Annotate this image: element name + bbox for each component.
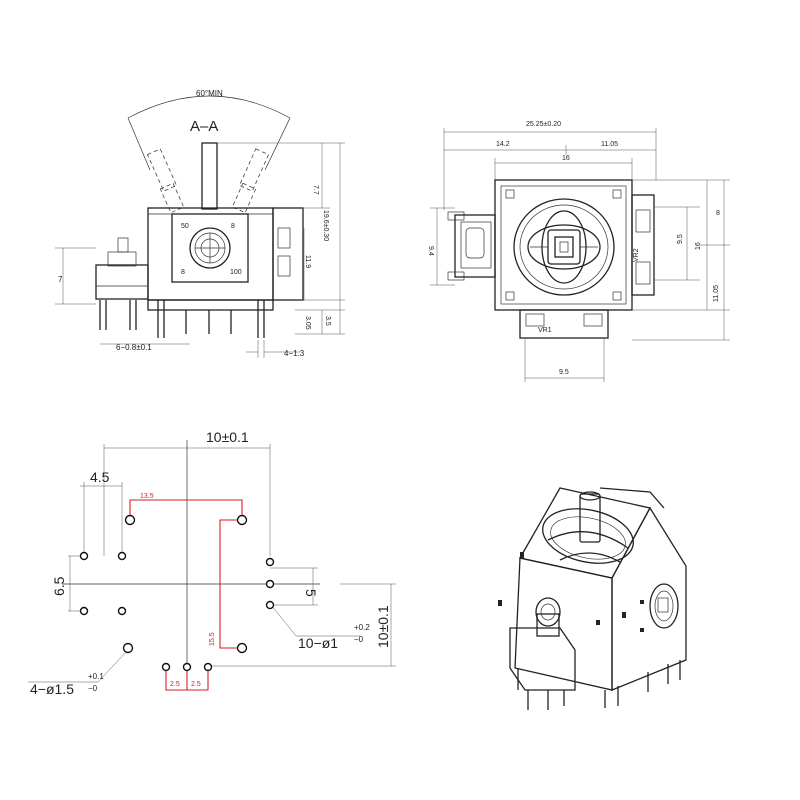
pin-hole [203, 662, 213, 672]
pot-value-br: 100 [230, 269, 242, 276]
angle-line-left [127, 117, 151, 171]
red-dim-15-5: 15.5 [209, 632, 216, 646]
mount-hole-tl [124, 514, 136, 526]
dim-width-9-5: 9.5 [559, 369, 569, 376]
dim-holes-4: 4−ø1.5 [30, 681, 74, 697]
dim-height-11-05: 11.05 [713, 285, 720, 302]
iso-push-cap [535, 597, 561, 627]
dim-height-11-9: 11.9 [304, 255, 311, 268]
vr1-pot [519, 309, 609, 339]
dim-holes-10-tol-plus: +0.2 [354, 623, 370, 632]
stick-tilt-left [146, 148, 185, 214]
dim-pins-6: 6−0.8±0.1 [116, 343, 152, 352]
dim-width-14-2: 14.2 [496, 141, 510, 148]
dim-width-11-05: 11.05 [601, 141, 618, 148]
dim-height-3-5: 3.5 [324, 316, 331, 326]
dim-holes-4-tol-plus: +0.1 [88, 672, 104, 681]
red-dim-2-5b: 2.5 [191, 681, 201, 688]
iso-push-switch [509, 627, 576, 691]
isometric-view [498, 487, 687, 710]
side-switch-left [95, 264, 149, 300]
center-stick [201, 142, 218, 210]
section-view-a-a: 60°MIN A–A 50 8 8 100 [55, 89, 345, 358]
pot-value-tr: 8 [231, 223, 235, 230]
dim-pins-4: 4−1.3 [284, 349, 305, 358]
pin-hole [117, 551, 127, 561]
mount-hole-tr [236, 514, 248, 526]
angle-line-right [264, 117, 291, 171]
housing-body [147, 207, 274, 301]
iso-side-face [611, 506, 687, 691]
pot-window [171, 213, 249, 283]
label-vr1: VR1 [538, 327, 552, 334]
top-view: 25.25±0.20 14.2 11.05 16 [427, 121, 730, 382]
pin-hole [79, 606, 89, 616]
iso-gimbal [542, 508, 634, 564]
mount-hole-br [236, 642, 248, 654]
dim-height-7-7: 7.7 [312, 185, 319, 195]
dim-holes-10-tol-minus: −0 [354, 635, 364, 644]
footprint-holes [79, 514, 275, 672]
dim-height-9-5: 9.5 [677, 234, 684, 244]
dim-holes-4-tol-minus: −0 [88, 684, 98, 693]
dim-spacing-10-vertical: 10±0.1 [375, 605, 391, 648]
stick-tilt-right [231, 148, 270, 214]
dim-height-7: 7 [58, 275, 63, 284]
dim-width-total: 25.25±0.20 [526, 121, 561, 128]
pot-value-tl: 50 [181, 223, 189, 230]
pcb-footprint: 10±0.1 4.5 6.5 5 10±0.1 10−ø1 +0.2 −0 4−… [28, 429, 396, 697]
pin-hole [265, 579, 275, 589]
section-label: A–A [190, 118, 218, 135]
angle-label: 60°MIN [196, 89, 223, 98]
label-vr2: VR2 [633, 248, 640, 262]
red-dim-13-5: 13.5 [140, 493, 154, 500]
iso-stick [579, 493, 601, 543]
dim-width-16: 16 [562, 155, 570, 162]
top-side-switch [454, 214, 496, 278]
pin-hole [182, 662, 192, 672]
dim-height-9-4: 9.4 [427, 246, 434, 256]
red-dim-2-5a: 2.5 [170, 681, 180, 688]
dim-holes-10: 10−ø1 [298, 635, 338, 651]
dim-height-3-05: 3.05 [304, 316, 311, 330]
gimbal-outer [513, 198, 615, 296]
pin-hole [161, 662, 171, 672]
right-bracket [272, 207, 304, 301]
angle-arc [127, 95, 291, 119]
gimbal-ring-outer [189, 227, 231, 269]
dim-height-16: 16 [695, 242, 702, 250]
pot-value-bl: 8 [181, 269, 185, 276]
iso-pins [517, 660, 681, 710]
dim-spacing-6-5: 6.5 [51, 576, 67, 596]
iso-side-pot [649, 583, 679, 629]
pin-hole [117, 606, 127, 616]
pin-hole [79, 551, 89, 561]
mount-hole-bl [122, 642, 134, 654]
dim-height-19-6: 19.6±0.30 [322, 210, 329, 241]
dim-height-8: 8 [716, 210, 720, 217]
vr2-pot [631, 194, 655, 296]
pin-hole [265, 600, 275, 610]
dim-spacing-5: 5 [303, 589, 319, 597]
dim-spacing-10: 10±0.1 [206, 429, 249, 445]
dim-spacing-4-5: 4.5 [90, 469, 110, 485]
pins [99, 300, 265, 338]
pin-hole [265, 557, 275, 567]
